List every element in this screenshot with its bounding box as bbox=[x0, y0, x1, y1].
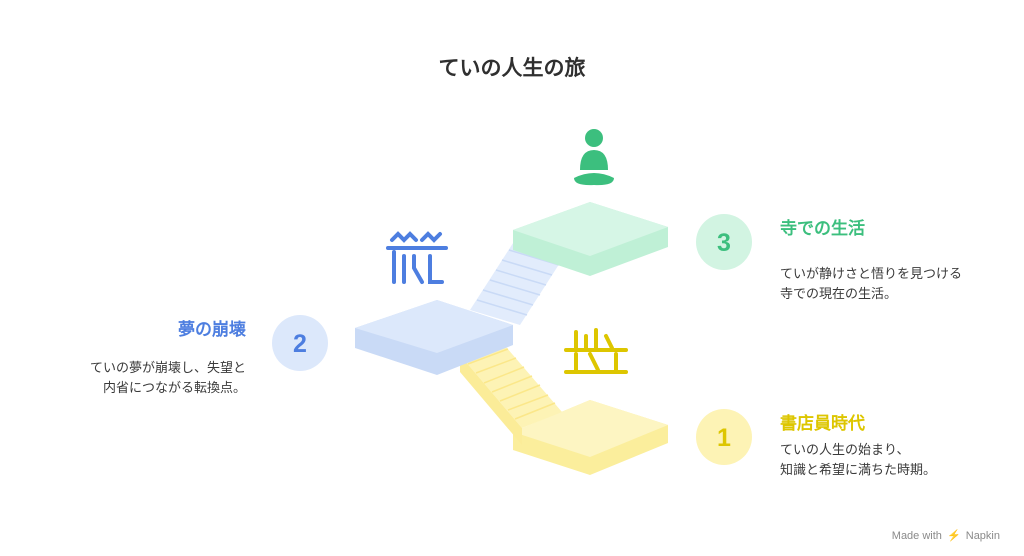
diagram-title: ていの人生の旅 bbox=[438, 56, 586, 80]
platform-2 bbox=[355, 300, 513, 375]
napkin-brand: Napkin bbox=[965, 530, 1000, 542]
footer-credit: Made with ⚡ Napkin bbox=[892, 529, 1000, 542]
stage-1-description-line-2: 知識と希望に満ちた時期。 bbox=[780, 463, 937, 478]
napkin-logo-icon: ⚡ bbox=[946, 530, 961, 542]
stage-3-description-line-1: ていが静けさと悟りを見つける bbox=[780, 267, 963, 282]
stage-3-description: ていが静けさと悟りを見つける 寺での現在の生活。 bbox=[780, 265, 962, 305]
platform-1 bbox=[513, 400, 668, 475]
stage-2-description-line-2: 内省につながる転換点。 bbox=[102, 381, 246, 396]
stage-number-3: 3 bbox=[717, 229, 731, 257]
stairs-1-to-2 bbox=[460, 340, 562, 445]
stage-2-description: ていの夢が崩壊し、失望と 内省につながる転換点。 bbox=[0, 359, 246, 399]
stage-number-2: 2 bbox=[293, 330, 307, 358]
stage-1-title: 書店員時代 bbox=[780, 414, 865, 434]
platform-3 bbox=[513, 202, 668, 276]
made-with-label: Made with bbox=[891, 530, 942, 542]
stage-2-description-line-1: ていの夢が崩壊し、失望と bbox=[89, 361, 246, 376]
stage-number-circle-2: 2 bbox=[272, 315, 328, 371]
stage-2-title: 夢の崩壊 bbox=[178, 320, 246, 340]
stage-1-description: ていの人生の始まり、 知識と希望に満ちた時期。 bbox=[780, 441, 936, 481]
bookshelf-icon bbox=[564, 328, 628, 374]
collapsed-building-icon bbox=[386, 231, 448, 284]
stage-1-description-line-1: ていの人生の始まり、 bbox=[780, 443, 910, 458]
stage-3-description-line-2: 寺での現在の生活。 bbox=[780, 287, 898, 302]
stage-number-circle-3: 3 bbox=[696, 214, 752, 270]
meditation-icon bbox=[574, 129, 614, 186]
stage-3-title: 寺での生活 bbox=[780, 219, 865, 239]
stage-number-circle-1: 1 bbox=[696, 409, 752, 465]
stage-number-1: 1 bbox=[717, 424, 731, 452]
